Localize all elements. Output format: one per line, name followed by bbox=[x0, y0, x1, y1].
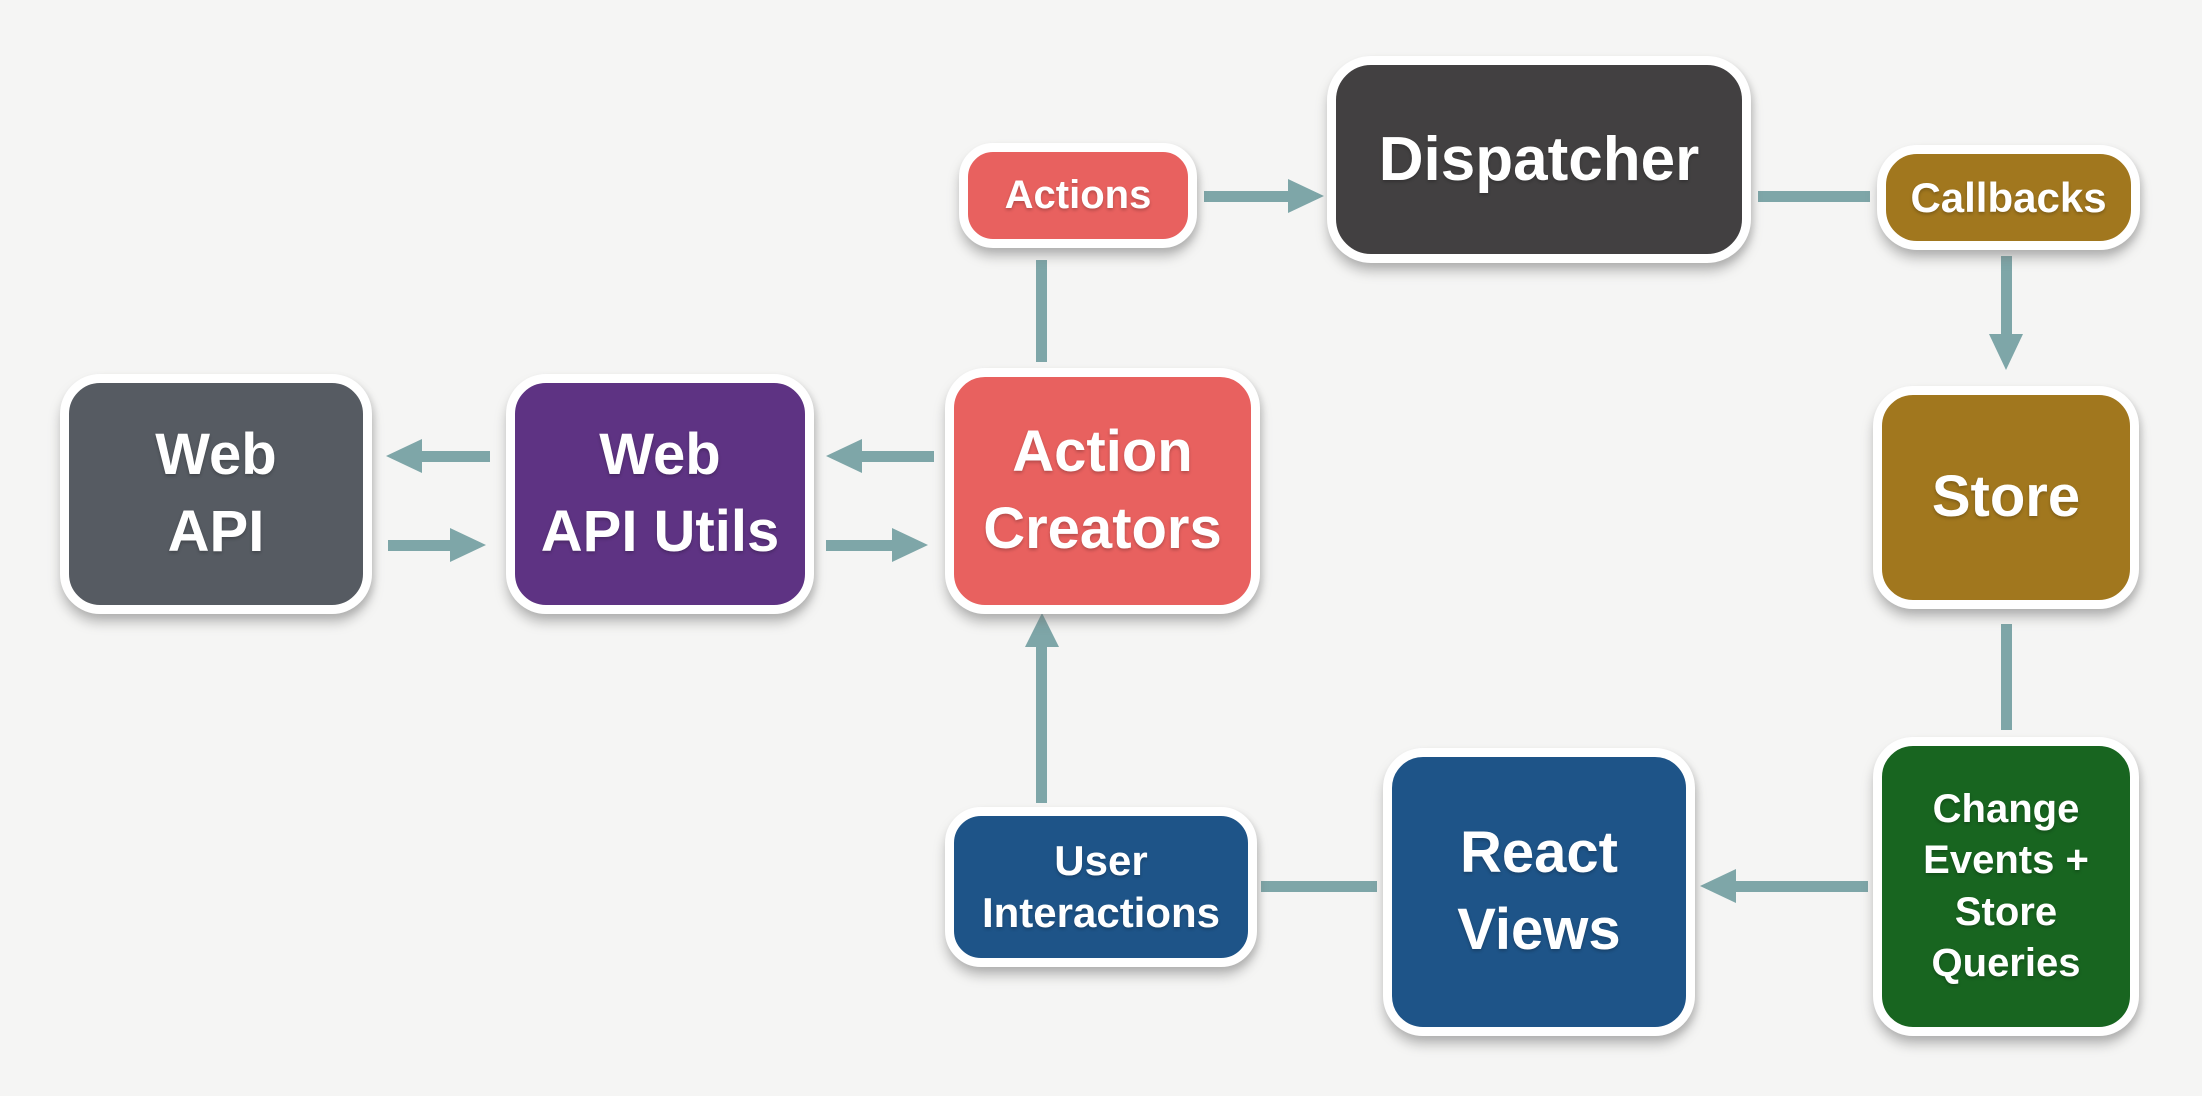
node-react-views-label: React Views bbox=[1457, 820, 1621, 962]
node-web-api-utils: Web API Utils bbox=[506, 374, 814, 614]
node-web-api: Web API bbox=[60, 374, 372, 614]
edge-callbacks-to-store-arrowhead-icon bbox=[1989, 334, 2023, 370]
node-web-api-label: Web API bbox=[155, 422, 277, 564]
node-store: Store bbox=[1873, 386, 2139, 609]
node-callbacks-label: Callbacks bbox=[1910, 173, 2107, 221]
node-callbacks: Callbacks bbox=[1877, 145, 2140, 250]
edge-change-events-to-react-views-line bbox=[1736, 881, 1868, 892]
node-web-api-utils-label: Web API Utils bbox=[540, 422, 780, 564]
edge-web-api-utils-to-web-api-line bbox=[422, 451, 490, 462]
node-dispatcher-label: Dispatcher bbox=[1378, 124, 1700, 194]
node-actions-label: Actions bbox=[1004, 173, 1152, 218]
node-change-events-store-queries-label: Change Events + Store Queries bbox=[1923, 787, 2089, 985]
edge-action-creators-to-web-api-utils-line bbox=[862, 451, 934, 462]
node-action-creators-label: Action Creators bbox=[983, 419, 1222, 561]
edge-change-events-to-react-views-arrowhead-icon bbox=[1700, 869, 1736, 903]
edge-actions-to-dispatcher-line bbox=[1204, 191, 1288, 202]
node-action-creators: Action Creators bbox=[945, 368, 1260, 614]
node-react-views: React Views bbox=[1383, 748, 1695, 1036]
edge-web-api-utils-to-action-creators-line bbox=[826, 540, 892, 551]
edge-action-creators-to-actions-line bbox=[1036, 260, 1047, 362]
edge-action-creators-to-web-api-utils-arrowhead-icon bbox=[826, 439, 862, 473]
edge-actions-to-dispatcher-arrowhead-icon bbox=[1288, 179, 1324, 213]
edge-store-to-change-events-line bbox=[2001, 624, 2012, 730]
node-store-label: Store bbox=[1931, 464, 2081, 530]
edge-dispatcher-to-callbacks-line bbox=[1758, 191, 1870, 202]
node-dispatcher: Dispatcher bbox=[1327, 56, 1751, 263]
node-user-interactions: User Interactions bbox=[945, 807, 1257, 967]
edge-react-views-to-user-interactions-line bbox=[1261, 881, 1377, 892]
node-change-events-store-queries: Change Events + Store Queries bbox=[1873, 737, 2139, 1036]
edge-web-api-to-web-api-utils-line bbox=[388, 540, 450, 551]
edge-web-api-utils-to-web-api-arrowhead-icon bbox=[386, 439, 422, 473]
edge-user-interactions-to-action-creators-line bbox=[1036, 647, 1047, 803]
node-actions: Actions bbox=[959, 143, 1197, 248]
node-user-interactions-label: User Interactions bbox=[981, 836, 1221, 937]
edge-callbacks-to-store-line bbox=[2001, 256, 2012, 334]
edge-web-api-to-web-api-utils-arrowhead-icon bbox=[450, 528, 486, 562]
edge-web-api-utils-to-action-creators-arrowhead-icon bbox=[892, 528, 928, 562]
edge-user-interactions-to-action-creators-arrowhead-icon bbox=[1025, 613, 1059, 647]
